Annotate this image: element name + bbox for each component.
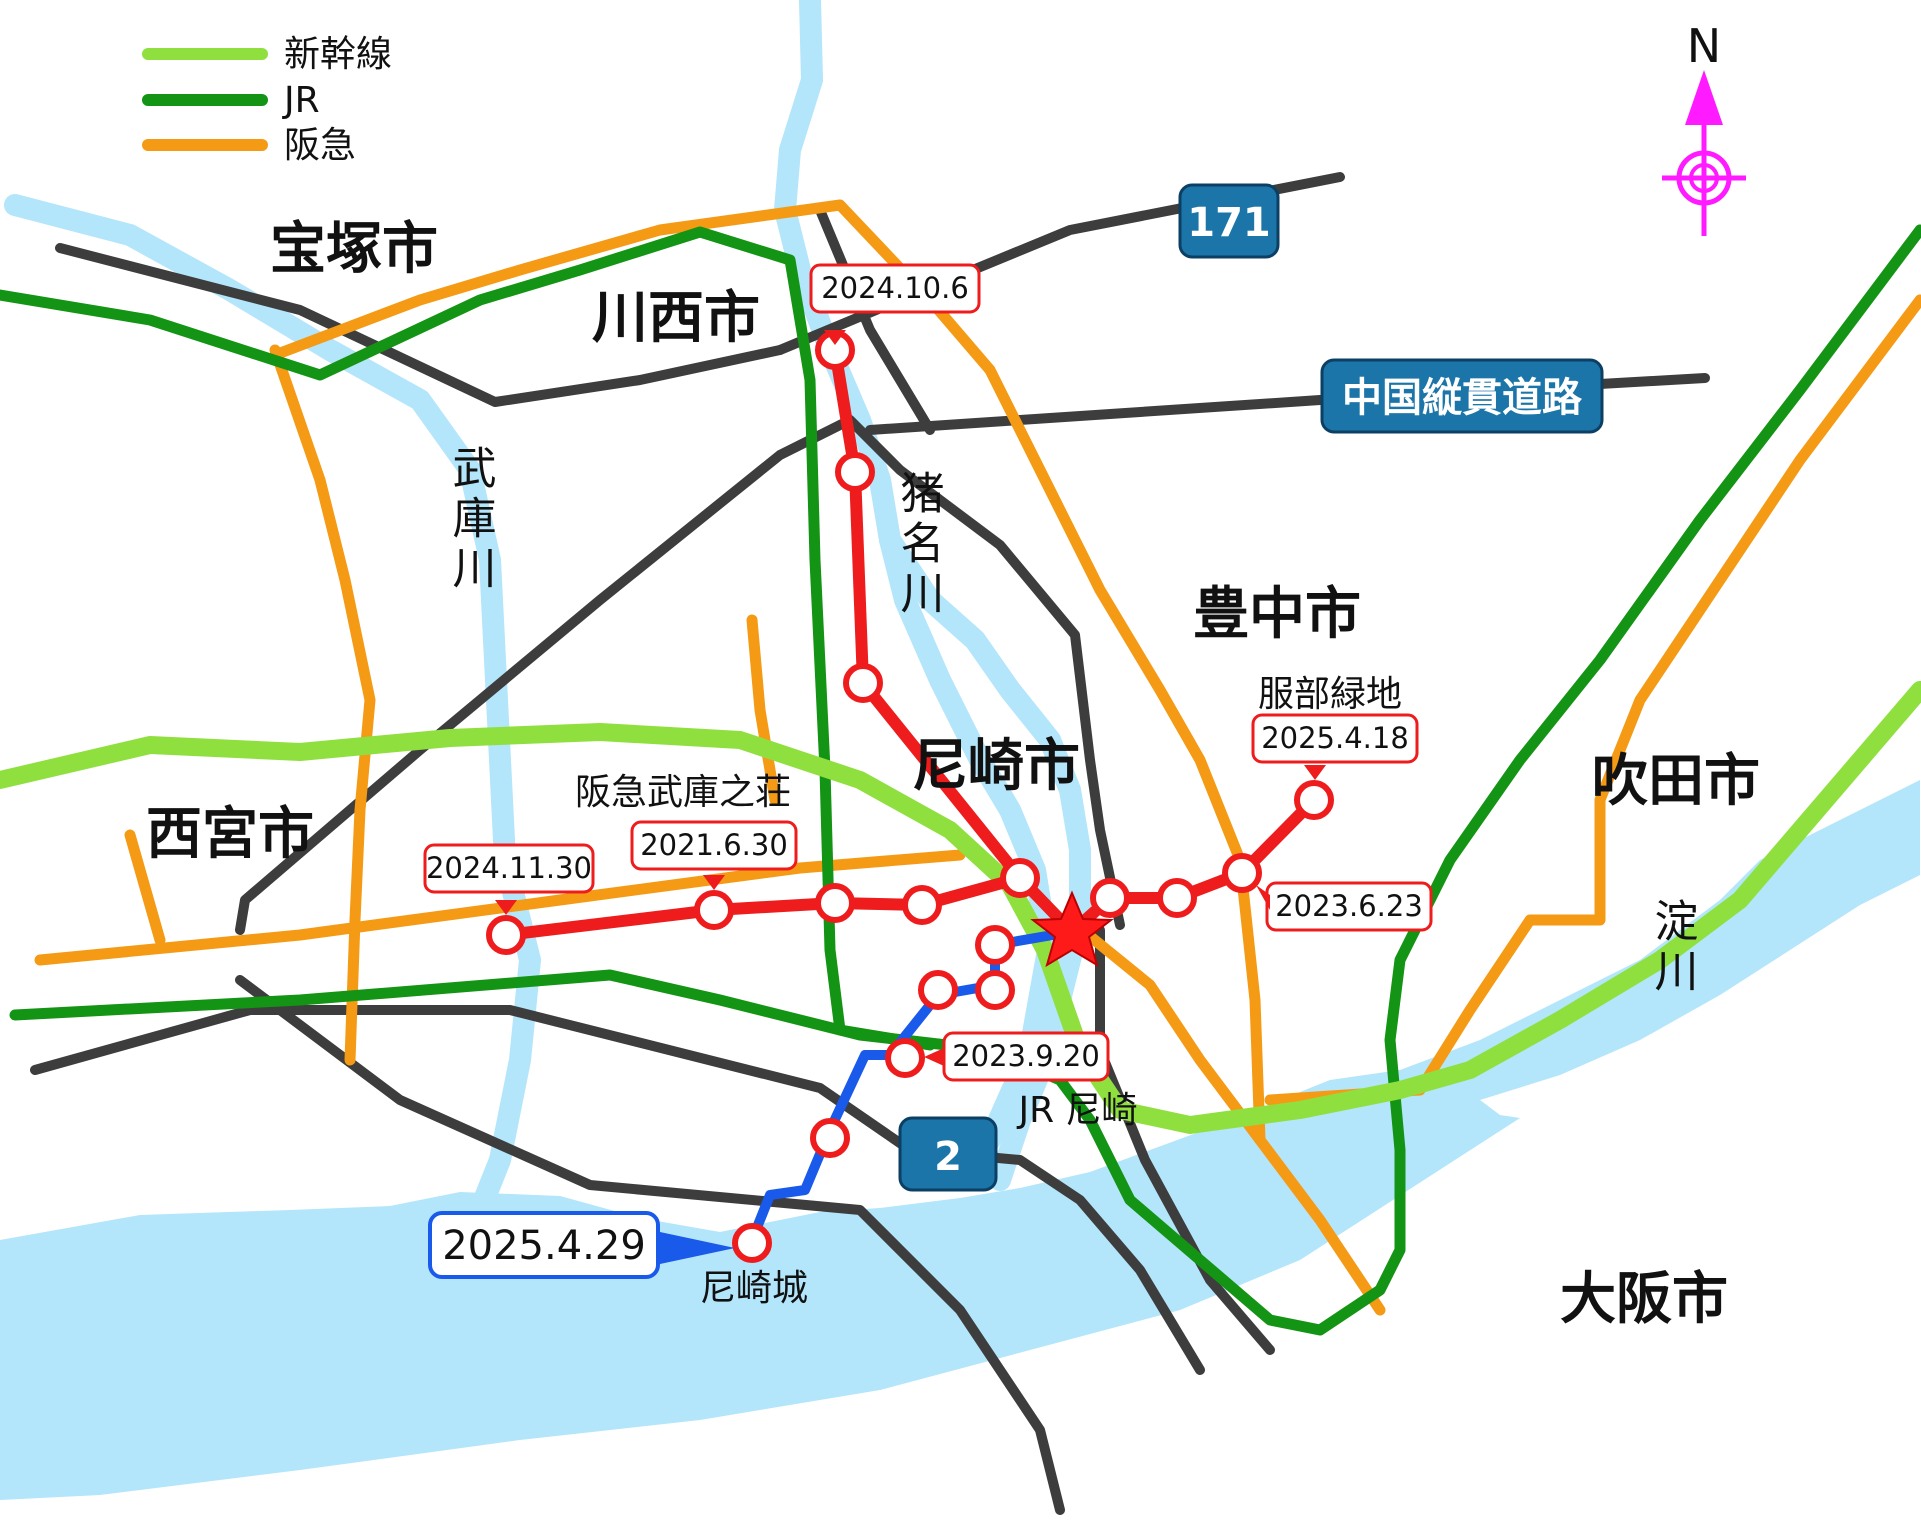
city-osaka: 大阪市: [1560, 1267, 1728, 1332]
north-compass: N: [1662, 19, 1746, 236]
date-2024-10-6: 2024.10.6: [821, 271, 969, 305]
city-takarazuka: 宝塚市: [270, 217, 438, 282]
stop-amagasaki-castle[interactable]: [732, 1223, 772, 1263]
road-southwest-diagonal: [235, 975, 1065, 1515]
date-2023-9-20: 2023.9.20: [952, 1039, 1100, 1073]
callout-2025-4-29: 2025.4.29: [428, 1211, 735, 1279]
ina-river-west-branch: [879, 529, 1059, 1151]
stop-east-2[interactable]: [1157, 878, 1197, 918]
legend-label-jr: JR: [282, 80, 320, 121]
date-2021-6-30: 2021.6.30: [640, 828, 788, 862]
callout-2024-10-6: 2024.10.6: [809, 263, 981, 345]
hankyu-south-branch: [1064, 914, 1386, 1316]
hankyu-kobe-line: [34, 849, 966, 966]
station-amagasaki-castle: 尼崎城: [700, 1268, 808, 1309]
city-amagasaki: 尼崎市: [912, 734, 1080, 799]
stop-hattori[interactable]: [1294, 780, 1334, 820]
callout-2021-6-30: 2021.6.30: [630, 820, 798, 890]
date-2025-4-29: 2025.4.29: [442, 1223, 646, 1269]
city-labels: 宝塚市 川西市 豊中市 尼崎市 西宮市 吹田市 大阪市: [146, 217, 1760, 1332]
stop-south-4[interactable]: [810, 1118, 850, 1158]
stop-amagasaki-north[interactable]: [1000, 858, 1040, 898]
station-labels: 服部緑地 阪急武庫之荘 JR 尼崎 尼崎城: [575, 674, 1402, 1309]
jr-fukuchiyama-line: [0, 226, 936, 1051]
compass-rose-icon: [1676, 150, 1732, 206]
stop-south-3[interactable]: [918, 970, 958, 1010]
callout-2025-4-18: 2025.4.18: [1251, 713, 1419, 780]
current-location-star-icon: [1030, 890, 1114, 968]
river-labels: 武庫川 猪名川 淀川: [445, 445, 1698, 998]
station-jr-amagasaki: JR 尼崎: [1016, 1090, 1137, 1131]
stop-layer: [486, 330, 1334, 1263]
river-mukogawa: 武庫川: [445, 445, 496, 595]
callout-2023-6-23: 2023.6.23: [1256, 881, 1433, 932]
stop-south-2[interactable]: [975, 970, 1015, 1010]
river-yodogawa: 淀川: [1647, 898, 1698, 998]
north-arrow-icon: [1685, 70, 1723, 125]
hankyu-takarazuka-main: [269, 199, 1266, 1146]
stop-south-1[interactable]: [975, 925, 1015, 965]
hankyu-nishinomiya-spur: [124, 829, 166, 946]
stop-west-1[interactable]: [902, 885, 942, 925]
city-suita: 吹田市: [1592, 749, 1760, 814]
hankyu-east-line: [1264, 294, 1921, 1106]
hankyu-takarazuka-line: [269, 344, 376, 1066]
city-toyonaka: 豊中市: [1193, 582, 1361, 647]
stop-inagawa-2[interactable]: [843, 663, 883, 703]
ina-river-upper: [774, 0, 901, 551]
stop-jr-amagasaki[interactable]: [885, 1038, 925, 1078]
road-sign-171: 171: [1178, 183, 1280, 259]
river-inagawa: 猪名川: [893, 470, 944, 620]
road-signs: 171 中国縦貫道路 2: [898, 183, 1604, 1192]
callout-2024-11-30: 2024.11.30: [423, 843, 595, 915]
callout-2023-9-20: 2023.9.20: [924, 1031, 1110, 1082]
legend-item-shinkansen: 新幹線: [142, 34, 392, 75]
legend-item-jr: JR: [142, 80, 320, 121]
north-label: N: [1687, 19, 1721, 73]
road-east-south: [1095, 925, 1275, 1355]
road-takarazuka-west: [55, 243, 785, 407]
legend-item-hankyu: 阪急: [142, 125, 356, 166]
road-kawanishi-south: [815, 205, 935, 435]
date-2023-6-23: 2023.6.23: [1275, 889, 1423, 923]
road-171-label: 171: [1187, 200, 1271, 246]
road-sign-chugoku: 中国縦貫道路: [1320, 358, 1604, 434]
road-chugoku-label: 中国縦貫道路: [1342, 375, 1583, 421]
station-hattori: 服部緑地: [1258, 674, 1402, 715]
road-diagonal-west: [235, 415, 1125, 935]
road-sign-2: 2: [898, 1116, 998, 1192]
road-layer: [30, 172, 1710, 1515]
legend: 新幹線 JR 阪急: [142, 34, 392, 166]
city-kawanishi: 川西市: [592, 286, 760, 351]
stop-east-1[interactable]: [1090, 878, 1130, 918]
stop-2023-6-23[interactable]: [1222, 853, 1262, 893]
road-2-label: 2: [934, 1134, 962, 1180]
legend-label-shinkansen: 新幹線: [284, 34, 392, 75]
stop-west-2[interactable]: [815, 883, 855, 923]
legend-label-hankyu: 阪急: [284, 125, 356, 166]
station-mukonoso: 阪急武庫之荘: [575, 772, 791, 813]
date-2025-4-18: 2025.4.18: [1261, 721, 1409, 755]
stop-2024-11-30[interactable]: [486, 915, 526, 955]
date-2024-11-30: 2024.11.30: [426, 851, 592, 885]
osaka-bay: [0, 1072, 1520, 1500]
stop-inagawa-1[interactable]: [835, 452, 875, 492]
jr-kobe-line: [9, 224, 1921, 1336]
city-nishinomiya: 西宮市: [146, 802, 314, 867]
stop-mukonoso[interactable]: [694, 890, 734, 930]
date-callouts: 2024.10.6 2025.4.18 2024.11.30 2021.6.30…: [423, 263, 1433, 1279]
hankyu-itami-line: [746, 614, 781, 806]
